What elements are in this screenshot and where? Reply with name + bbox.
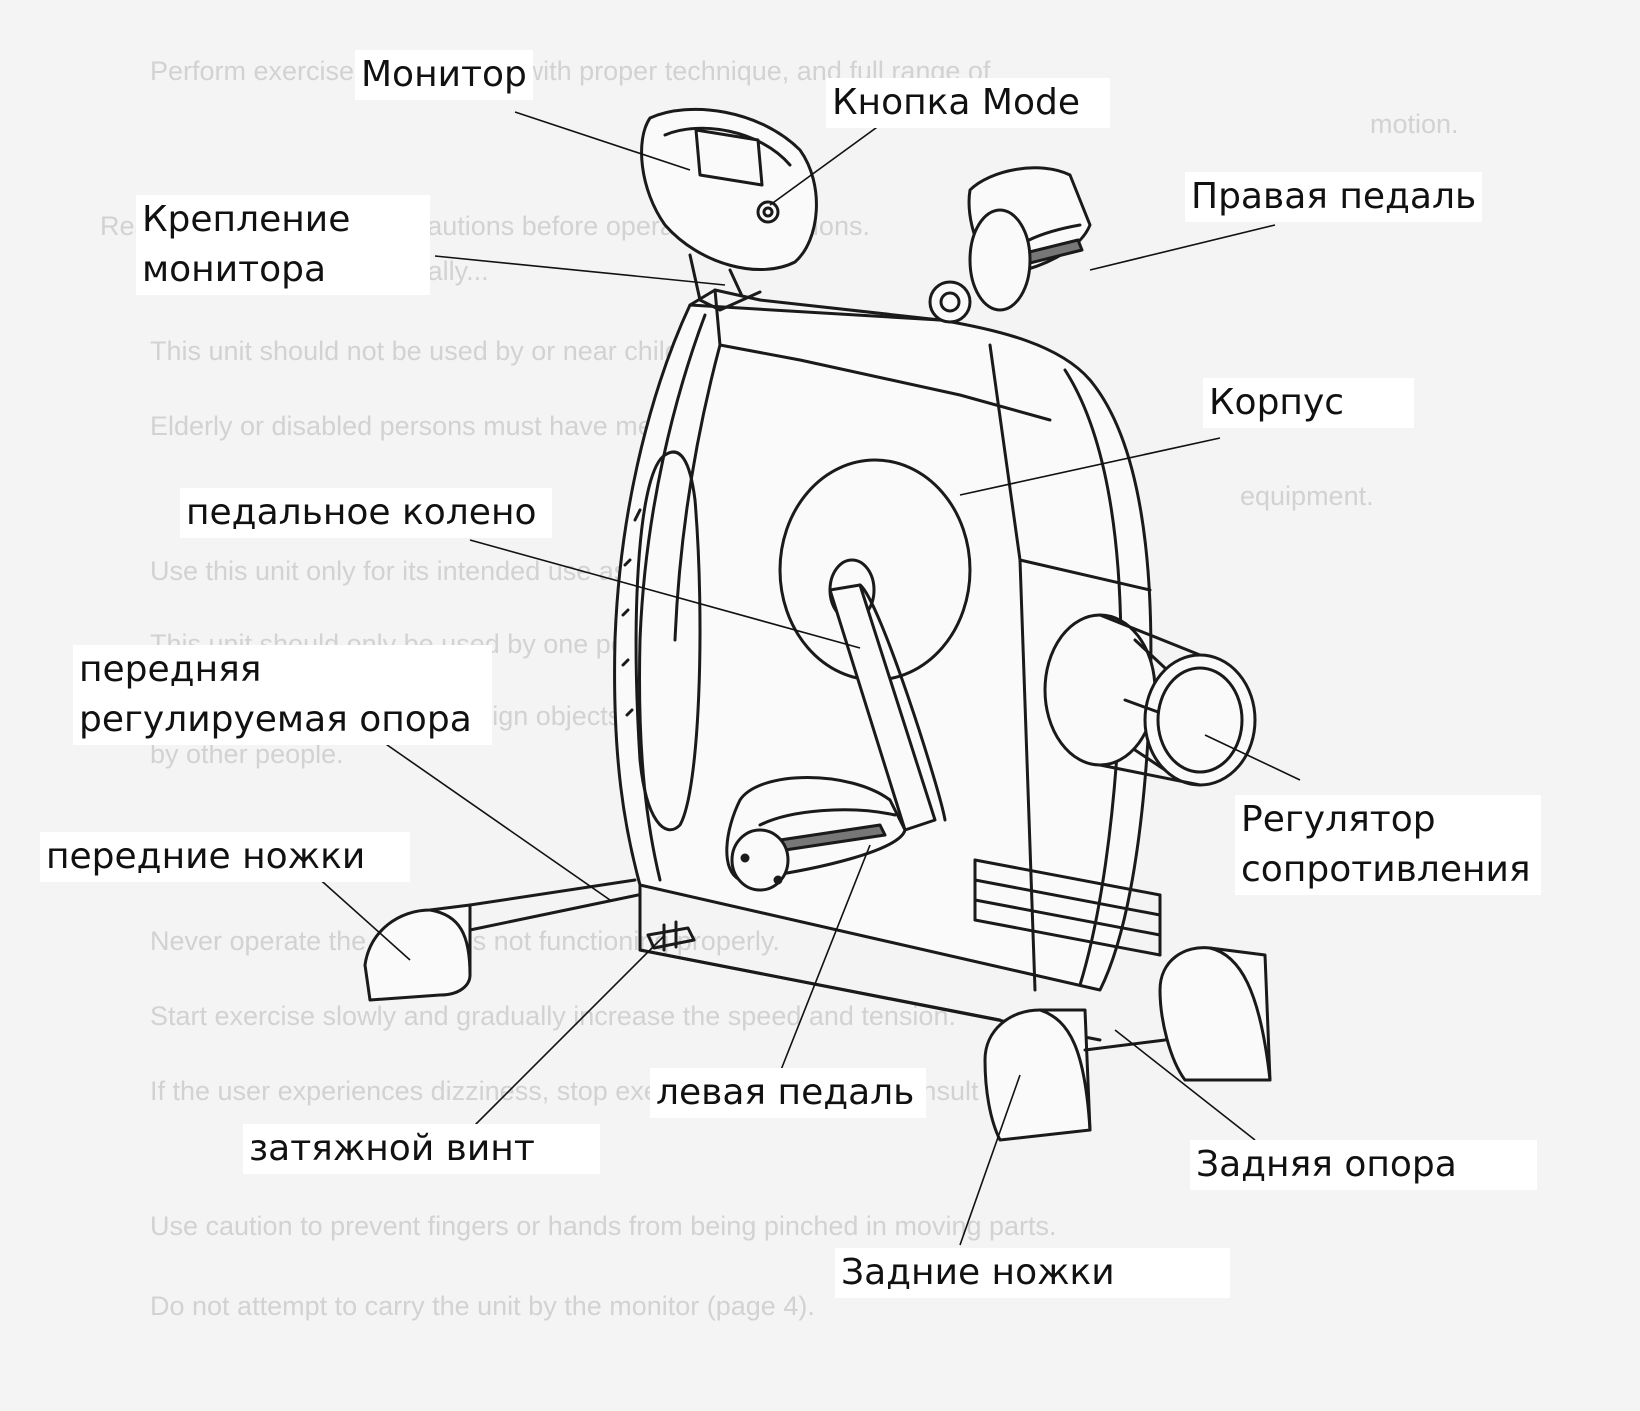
- background-text-line: If the user experiences dizziness, stop …: [150, 1076, 1090, 1106]
- label-crank: педальное колено: [180, 488, 552, 538]
- background-text-line: motion.: [1370, 109, 1459, 139]
- background-text-line: Do not attempt to carry the unit by the …: [150, 1291, 815, 1321]
- leader-left-pedal: [774, 844, 871, 1086]
- background-text-line: Use caution to prevent fingers or hands …: [150, 1211, 1057, 1241]
- label-tension-screw: затяжной винт: [243, 1124, 600, 1174]
- leader-body: [959, 437, 1221, 496]
- callout-leaders: [314, 111, 1301, 1246]
- label-resistance: Регулятор сопротивления: [1235, 795, 1541, 895]
- label-front-support-line2: регулируемая опора: [79, 699, 472, 740]
- label-monitor-mount-line1: Крепление: [142, 199, 351, 240]
- monitor-shape: [640, 107, 818, 312]
- leader-monitor-mount: [434, 255, 726, 286]
- background-text-line: equipment.: [1240, 481, 1374, 511]
- label-resistance-line1: Регулятор: [1241, 799, 1436, 840]
- resistance-knob-shape: [1043, 613, 1257, 787]
- leader-front-support: [379, 739, 611, 901]
- label-monitor-mount: Крепление монитора: [136, 195, 431, 295]
- leader-rear-support: [1114, 1029, 1256, 1141]
- label-rear-legs: Задние ножки: [835, 1248, 1230, 1298]
- tension-screw-shape: [646, 920, 696, 952]
- background-text-line: This unit should not be used by or near …: [150, 336, 727, 366]
- right-pedal-shape: [928, 166, 1092, 324]
- label-front-support-line1: передняя: [79, 649, 262, 690]
- leader-tension-screw: [464, 934, 666, 1136]
- label-right-pedal: Правая педаль: [1185, 172, 1483, 222]
- leader-rear-legs: [959, 1074, 1021, 1246]
- label-front-legs: передние ножки: [40, 832, 411, 882]
- leader-mode-button: [769, 124, 881, 206]
- label-monitor-mount-line2: монитора: [142, 249, 327, 290]
- label-rear-support: Задняя опора: [1190, 1140, 1537, 1190]
- label-front-support: передняя регулируемая опора: [73, 645, 492, 745]
- background-text-line: Start exercise slowly and gradually incr…: [150, 1001, 956, 1031]
- leader-right-pedal: [1089, 224, 1276, 271]
- label-monitor: Монитор: [355, 50, 533, 100]
- leader-monitor: [514, 111, 691, 171]
- leader-crank: [469, 539, 861, 649]
- leader-front-legs: [314, 874, 411, 961]
- front-foot-shape: [363, 903, 472, 1002]
- left-pedal-shape: [725, 776, 907, 892]
- label-left-pedal: левая педаль: [650, 1068, 927, 1118]
- label-body: Корпус: [1203, 378, 1415, 428]
- rear-feet-shape: [983, 946, 1272, 1142]
- label-resistance-line2: сопротивления: [1241, 849, 1531, 890]
- label-mode-button: Кнопка Mode: [826, 78, 1110, 128]
- leader-resistance: [1204, 734, 1301, 781]
